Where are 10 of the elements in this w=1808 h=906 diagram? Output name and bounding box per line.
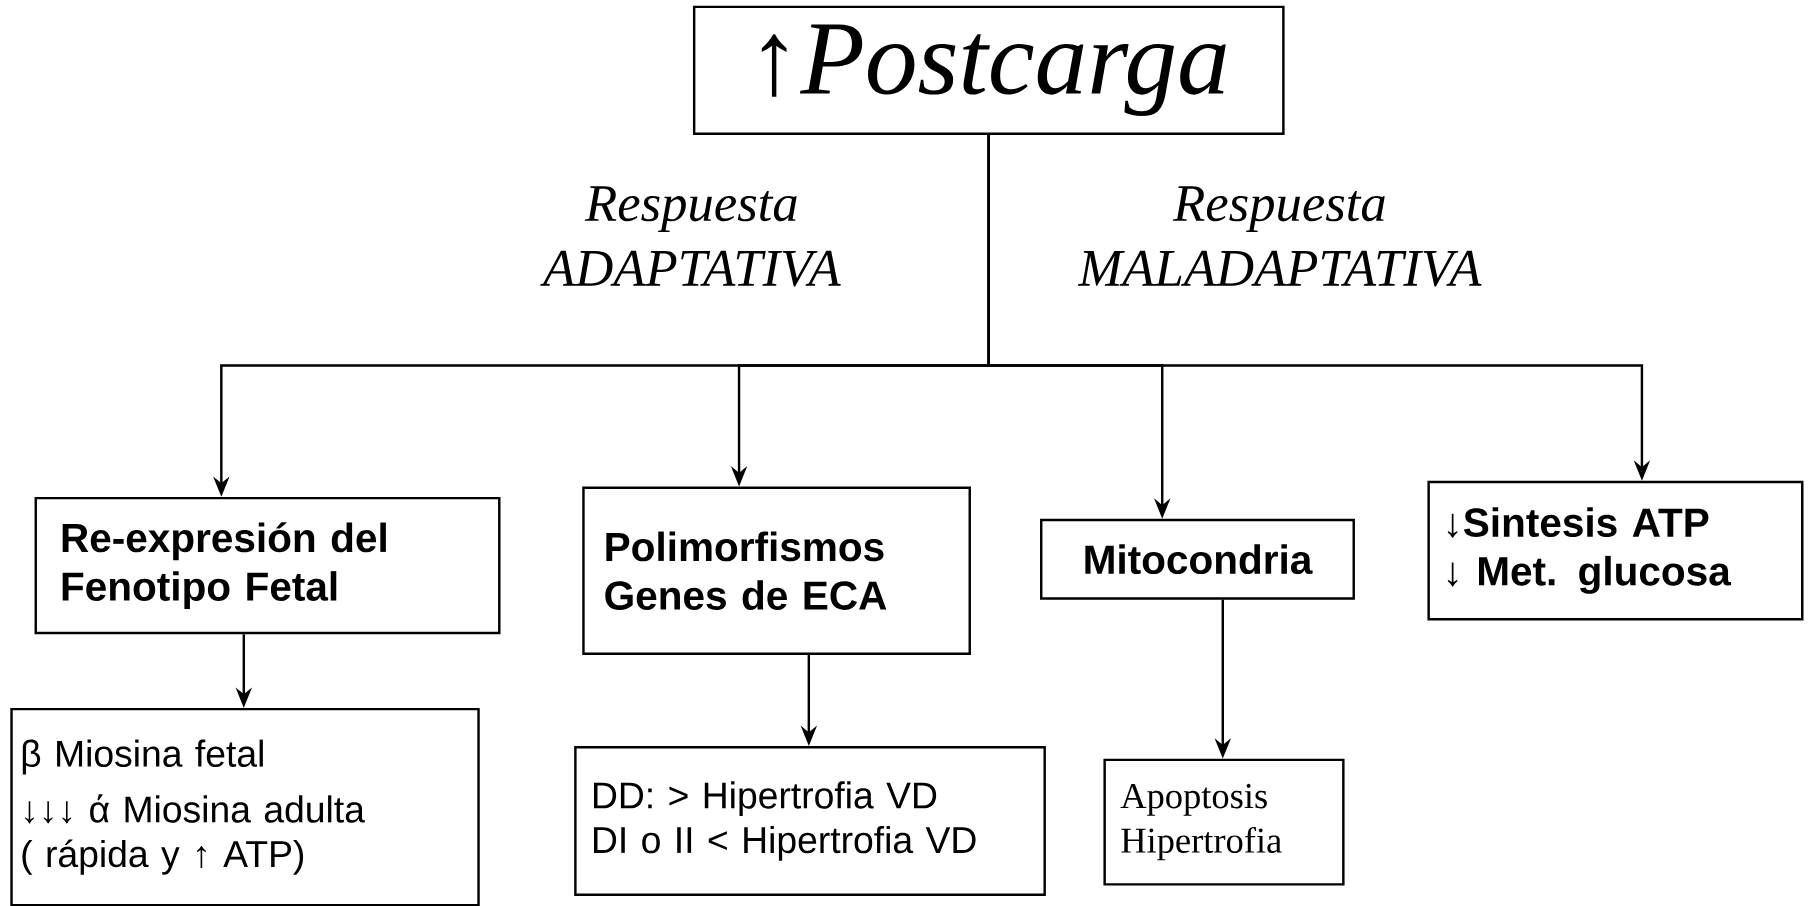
concept-box: ↑Postcarga bbox=[692, 5, 1285, 135]
branch-label: Respuesta MALADAPTATIVA bbox=[1077, 186, 1482, 287]
text-box: Re-expresión del Fenotipo Fetal bbox=[34, 496, 501, 635]
text-box: ↓Sintesis ATP ↓ Met. glucosa bbox=[1427, 480, 1804, 621]
text-box: DD: > Hipertrofia VD DI o II < Hipertrofia VD bbox=[574, 745, 1046, 896]
text-box: Apoptosis Hipertrofia bbox=[1103, 758, 1345, 886]
text-box: Mitocondria bbox=[1040, 518, 1355, 600]
text-box: β Miosina fetal ↓↓↓ ά Miosina adulta ( rápida y ↑ ATP) bbox=[10, 707, 480, 906]
branch-label: Respuesta ADAPTATIVA bbox=[540, 186, 841, 287]
text-box: Polimorfismos Genes de ECA bbox=[582, 486, 971, 655]
